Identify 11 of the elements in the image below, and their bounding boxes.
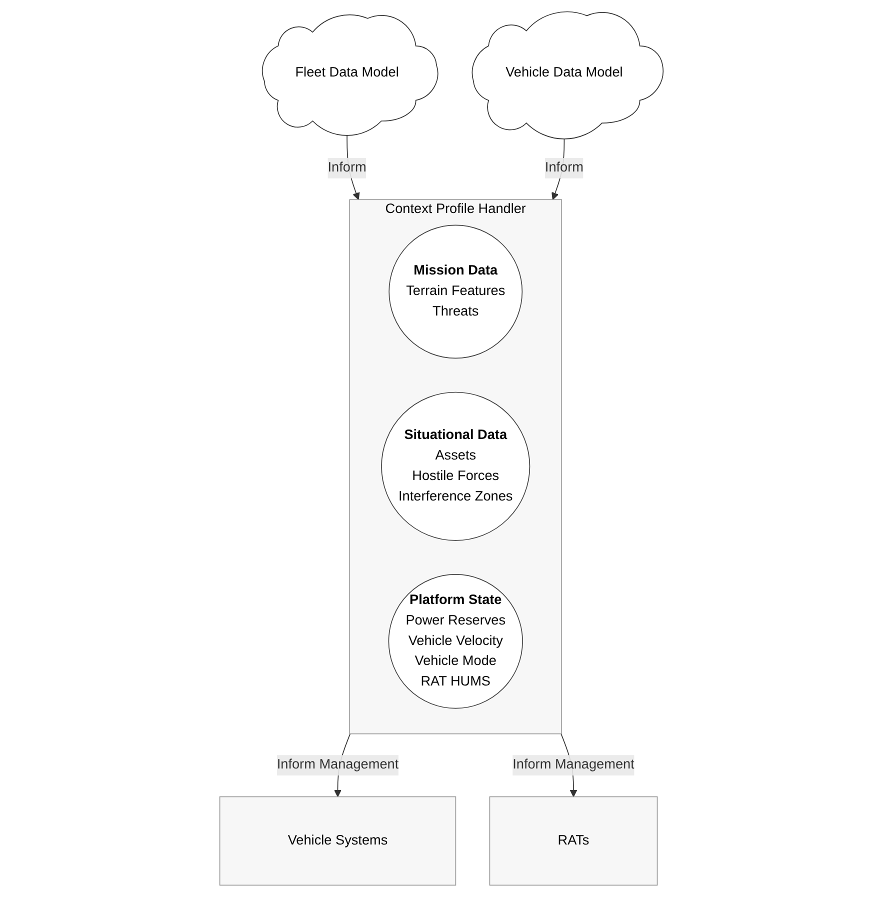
edge-label: Inform <box>328 160 366 175</box>
edge-label: Inform <box>544 160 584 175</box>
edge-label: Inform Management <box>276 758 399 772</box>
edge-label: Inform Management <box>512 758 634 772</box>
node-circle <box>388 224 523 359</box>
node-box <box>489 796 658 886</box>
cluster <box>349 199 562 734</box>
node-circle <box>381 392 530 541</box>
node-circle <box>388 574 523 709</box>
diagram: Context Profile Handler Mission Data Terrain Features Threats Situational Data Assets Hostile Forces Interference Zones Platform State Power Reserves Vehicle Velocity Vehicle Mode RAT HUMS Fleet Data Model Vehicle Data Model Vehicle Systems RATs Inform Inform Inform Management Inform Management <box>213 5 670 892</box>
node-box <box>219 796 456 886</box>
